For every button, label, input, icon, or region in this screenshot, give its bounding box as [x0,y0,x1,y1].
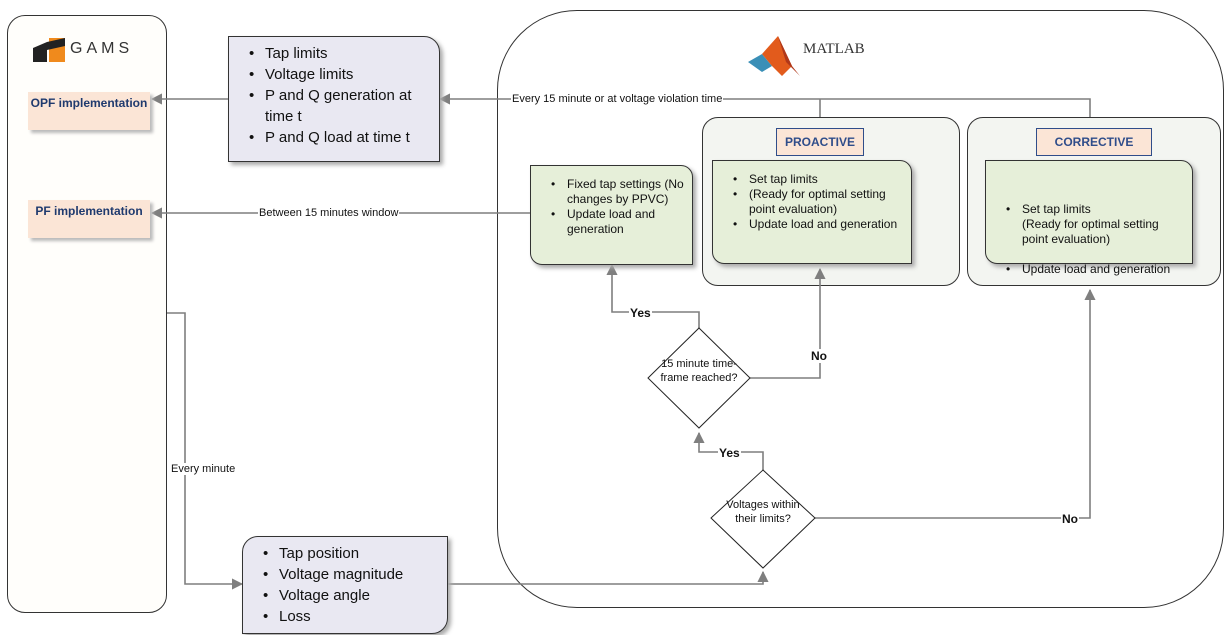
list-item: P and Q load at time t [249,127,433,148]
opf-implementation-box: OPF implementation [28,92,150,130]
gams-logo-text: GAMS [70,40,134,57]
corrective-header: CORRECTIVE [1036,128,1152,156]
pf-implementation-box: PF implementation [28,200,150,238]
arrow-voltages-to-corrective [815,288,1096,519]
list-item: Set tap limits (Ready for optimal settin… [1006,202,1186,247]
fixed-tap-note: Fixed tap settings (No changes by PPVC) … [530,165,693,265]
list-item: Voltage magnitude [263,564,441,585]
list-item: Voltage limits [249,64,433,85]
list-item: Tap position [263,543,441,564]
matlab-panel [497,10,1224,608]
decision-timeframe-text: 15 minute time-frame reached? [660,358,738,384]
decision-voltages-text: Voltages within their limits? [726,499,800,525]
edge-label-every-minute: Every minute [170,463,237,475]
corrective-note: Set tap limits (Ready for optimal settin… [985,160,1193,277]
edge-label-yes: Yes [629,306,652,320]
list-item: Update load and generation [551,207,686,237]
matlab-logo-text: MATLAB [803,41,865,57]
arrow-gams-to-outputs [167,312,244,590]
list-item: Update load and generation [733,217,905,232]
edge-label-yes: Yes [718,446,741,460]
decision-timeframe [647,327,751,429]
arrow-outputs-to-voltages [448,570,769,585]
proactive-header: PROACTIVE [776,128,864,156]
edge-label-no: No [810,349,828,363]
list-item: Update load and generation [1006,262,1186,277]
list-item: Tap limits [249,43,433,64]
arrow-timeframe-to-fixed [606,263,700,328]
list-item: Fixed tap settings (No changes by PPVC) [551,177,686,207]
list-item: Loss [263,606,441,627]
list-item: Voltage angle [263,585,441,606]
edge-label-no: No [1061,512,1079,526]
arrow-timeframe-to-proactive [750,267,826,379]
gams-inputs-note: Tap limits Voltage limits P and Q genera… [228,36,440,162]
list-item: P and Q generation at time t [249,85,433,127]
gams-logo-icon [33,38,65,62]
list-item: Set tap limits [733,172,905,187]
decision-voltages [710,469,816,569]
list-item: (Ready for optimal setting point evaluat… [733,187,905,217]
gams-outputs-note: Tap position Voltage magnitude Voltage a… [242,536,448,634]
edge-label-every-15: Every 15 minute or at voltage violation … [511,93,724,105]
proactive-note: Set tap limits (Ready for optimal settin… [712,160,912,264]
edge-label-between-15: Between 15 minutes window [258,207,400,219]
matlab-logo-icon [748,36,800,76]
